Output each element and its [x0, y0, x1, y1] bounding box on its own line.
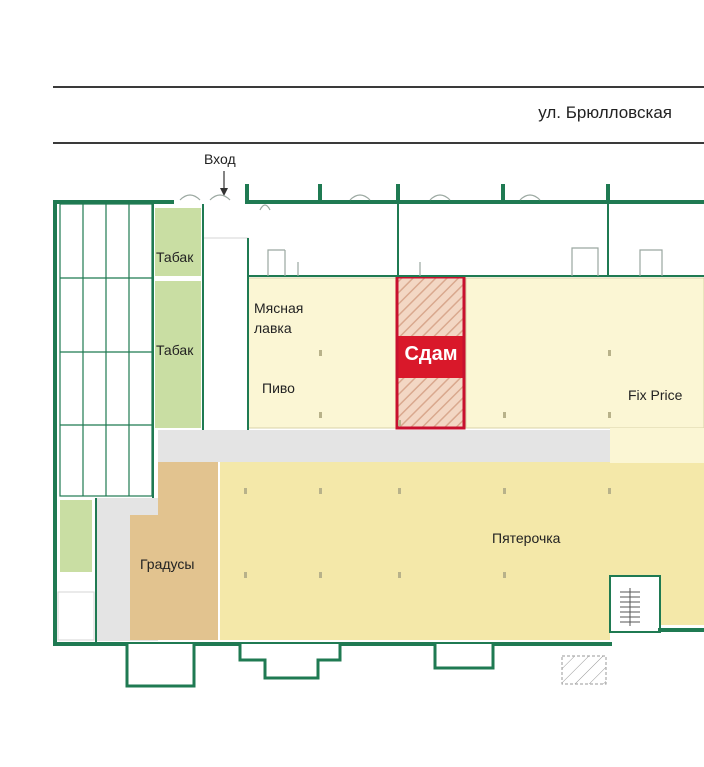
street-edge-bottom [53, 142, 704, 144]
tobacco-label-1: Табак [156, 249, 194, 265]
fix-price-label: Fix Price [628, 387, 683, 403]
pyaterochka-label: Пятерочка [492, 530, 561, 546]
pyaterochka-corner [660, 575, 704, 625]
tobacco-shop-2 [155, 281, 201, 428]
pyaterochka-unit [220, 462, 610, 640]
fix-price-extension [610, 428, 704, 463]
small-green-unit [60, 500, 92, 572]
gradusy-label: Градусы [140, 556, 195, 572]
butcher-label: Мясная лавка [254, 300, 304, 336]
storefront-partitions [179, 194, 663, 276]
gradusy-unit [158, 462, 218, 640]
entrance-label: Вход [204, 151, 236, 167]
bottom-protrusions [125, 644, 495, 688]
left-grid-area [59, 203, 153, 497]
for-rent-unit [395, 275, 466, 430]
beer-label: Пиво [262, 380, 295, 396]
street-edge-top [53, 86, 704, 88]
stairwell [609, 575, 661, 633]
common-corridors [57, 237, 610, 641]
gradusy-annex [130, 515, 160, 640]
tobacco-label-2: Табак [156, 342, 194, 358]
structural-columns [244, 350, 611, 578]
inner-walls [95, 204, 704, 642]
entrance-arrow [220, 171, 228, 196]
tobacco-shop-1 [155, 208, 201, 276]
fix-price-unit [465, 277, 704, 429]
loading-ramp [561, 655, 607, 685]
for-rent-label: Сдам [404, 343, 458, 365]
street-name: ул. Брюлловская [538, 103, 672, 122]
pyaterochka-extension [610, 463, 704, 575]
